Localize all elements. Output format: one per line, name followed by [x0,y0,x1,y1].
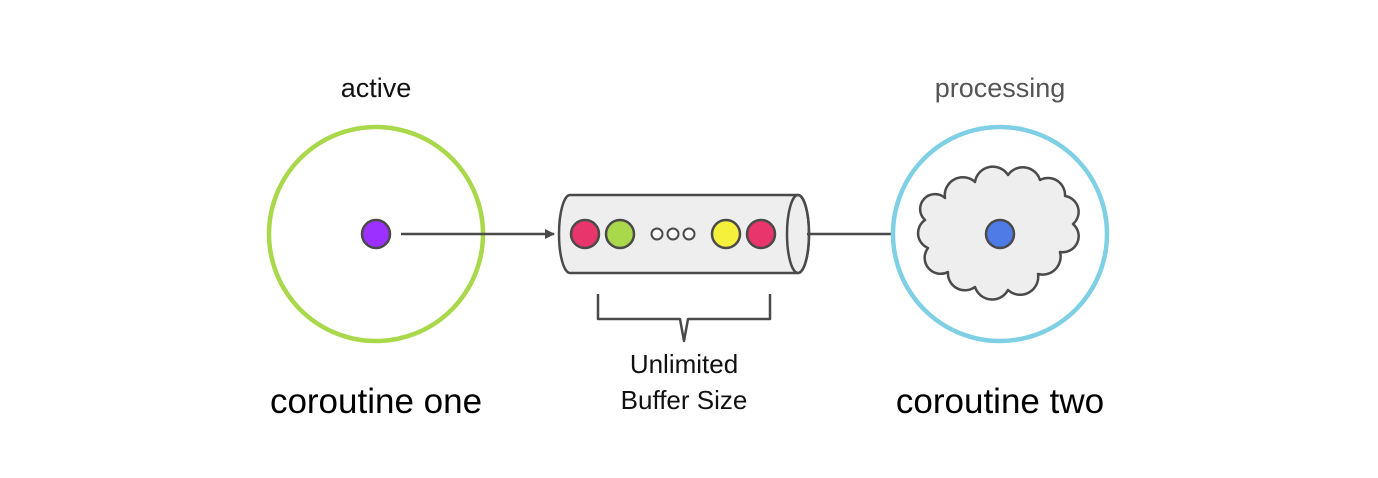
consumer-node: processing coroutine two [890,73,1110,421]
consumer-state-label: processing [935,73,1066,103]
buffer-item-dot [710,218,742,250]
consumer-name-label: coroutine two [896,382,1104,421]
buffer-brace [596,294,772,343]
buffer-item-dot [745,218,777,250]
buffer-items [569,218,777,250]
buffer-label-line2: Buffer Size [621,385,748,415]
ellipsis-dots-icon [650,227,696,241]
producer-node: active coroutine one [266,73,486,421]
buffer-item-dot [569,218,601,250]
producer-name-label: coroutine one [270,382,482,421]
consumer-item-dot [984,218,1016,250]
producer-state-label: active [341,73,412,103]
producer-item-dot [360,218,392,250]
buffer-item-dot [604,218,636,250]
consumer-ring [890,124,1110,344]
buffer-label-line1: Unlimited [630,349,738,379]
